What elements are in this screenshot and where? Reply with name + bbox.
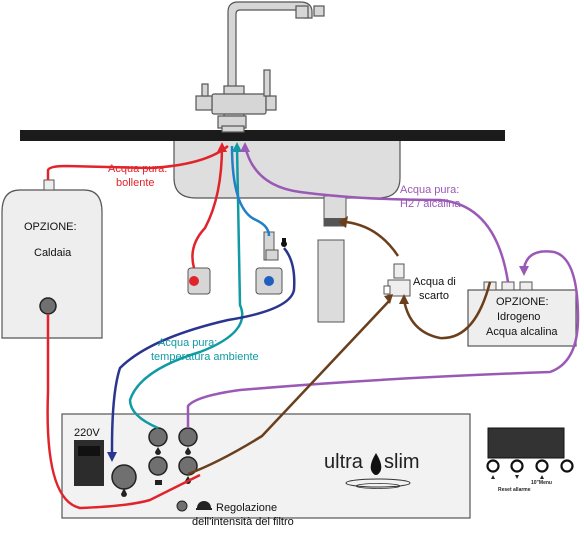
brand-right: slim <box>384 451 420 473</box>
faucet <box>195 1 325 133</box>
filter-reg-label-2: dell'intensità del filtro <box>192 516 294 528</box>
cold-valve <box>255 231 283 295</box>
tap-connector-icon <box>281 238 287 247</box>
ambient-water-label-2: temperatura ambiente <box>151 351 259 363</box>
h2-water-label-2: H2 / alcalina <box>400 198 461 210</box>
menu-icon[interactable] <box>560 459 574 473</box>
voltage-label: 220V <box>74 427 100 439</box>
countertop <box>20 130 505 141</box>
lcd-display <box>487 427 565 459</box>
hydrogen-line1-label: Idrogeno <box>497 311 540 323</box>
hydrogen-option-label: OPZIONE: <box>496 296 549 308</box>
hydrogen-line2-label: Acqua alcalina <box>486 326 558 338</box>
boiler-inlet-pipe <box>46 314 201 510</box>
down-arrow-icon[interactable] <box>510 459 524 473</box>
inlet-pipe <box>110 247 296 458</box>
filter-reg-label-1: Regolazione <box>216 502 277 514</box>
control-buttons <box>486 459 574 479</box>
reset-alarm-label: Reset allarme <box>498 487 531 493</box>
cold-branch-pipe <box>230 145 271 237</box>
boiler-option-label: OPZIONE: <box>24 221 77 233</box>
up-arrow-icon[interactable] <box>486 459 500 473</box>
brand-drop-icon <box>345 453 411 489</box>
drain-pipe-hydrogen <box>402 281 492 340</box>
filter-intensity-knob[interactable] <box>176 500 188 512</box>
hot-water-pipe <box>46 145 229 180</box>
drain-pipe <box>345 220 400 257</box>
port-icons <box>121 447 191 497</box>
star-icon[interactable] <box>535 459 549 473</box>
hot-water-label-2: bollente <box>116 177 155 189</box>
drain-pipe-unit <box>187 299 391 476</box>
hot-pipe-to-valve <box>191 145 224 269</box>
filter-intensity-icon <box>196 501 212 510</box>
h2-inlet-pipe <box>186 250 580 428</box>
h2-water-pipe <box>243 145 510 283</box>
ambient-water-pipe <box>128 145 244 430</box>
drain-label-2: scarto <box>419 290 449 302</box>
boiler <box>1 179 103 339</box>
hot-water-label-1: Acqua pura: <box>108 163 167 175</box>
h2-water-label-1: Acqua pura: <box>400 184 459 196</box>
drain-tee <box>383 263 411 297</box>
ambient-water-label-1: Acqua pura: <box>158 337 217 349</box>
hot-valve <box>187 267 211 295</box>
brand-left: ultra <box>324 451 364 473</box>
boiler-name-label: Caldaia <box>34 247 72 259</box>
menu-label: 10"Menu <box>531 480 552 486</box>
drain-label-1: Acqua di <box>413 276 456 288</box>
